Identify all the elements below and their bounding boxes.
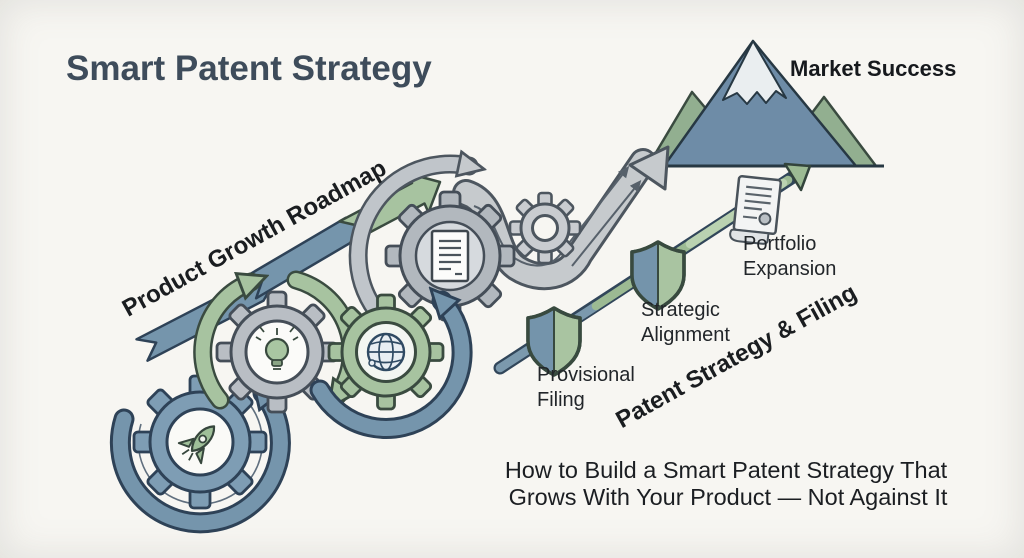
patent-track-line xyxy=(493,162,812,377)
market-success-label: Market Success xyxy=(790,56,956,81)
scroll-icon xyxy=(729,175,782,245)
caption-line-1: How to Build a Smart Patent Strategy Tha… xyxy=(505,457,948,483)
caption: How to Build a Smart Patent Strategy Tha… xyxy=(505,457,948,510)
page-title: Smart Patent Strategy xyxy=(66,49,432,88)
milestone-text: Expansion xyxy=(743,258,836,280)
milestone-label-portfolio-expansion: Portfolio Expansion xyxy=(743,233,836,280)
gray-arrowhead xyxy=(628,145,670,191)
mountain-icon xyxy=(636,39,884,168)
green-arrowhead xyxy=(783,162,812,192)
shield-icon xyxy=(526,306,582,377)
lightbulb-icon xyxy=(255,326,299,370)
rocket-icon xyxy=(177,425,216,465)
milestone-text: Provisional xyxy=(537,364,635,386)
globe-gear-icon xyxy=(327,293,445,411)
globe-icon xyxy=(366,332,406,372)
milestone-text: Portfolio xyxy=(743,233,816,255)
inner-guide-line xyxy=(571,179,642,267)
small-gear-icon xyxy=(508,191,582,265)
global-stage xyxy=(309,293,473,439)
rocket-gear-icon xyxy=(132,374,268,510)
milestone-label-provisional-filing: Provisional Filing xyxy=(537,364,635,411)
milestone-text: Filing xyxy=(537,389,585,411)
shield-icon xyxy=(630,240,686,311)
milestone-text: Strategic xyxy=(641,299,720,321)
document-icon xyxy=(430,229,470,283)
launch-stage xyxy=(109,374,291,534)
snow-cap xyxy=(722,40,787,105)
caption-line-2: Grows With Your Product — Not Against It xyxy=(509,484,948,510)
milestone-text: Alignment xyxy=(641,324,730,346)
milestone-label-strategic-alignment: Strategic Alignment xyxy=(641,299,730,346)
